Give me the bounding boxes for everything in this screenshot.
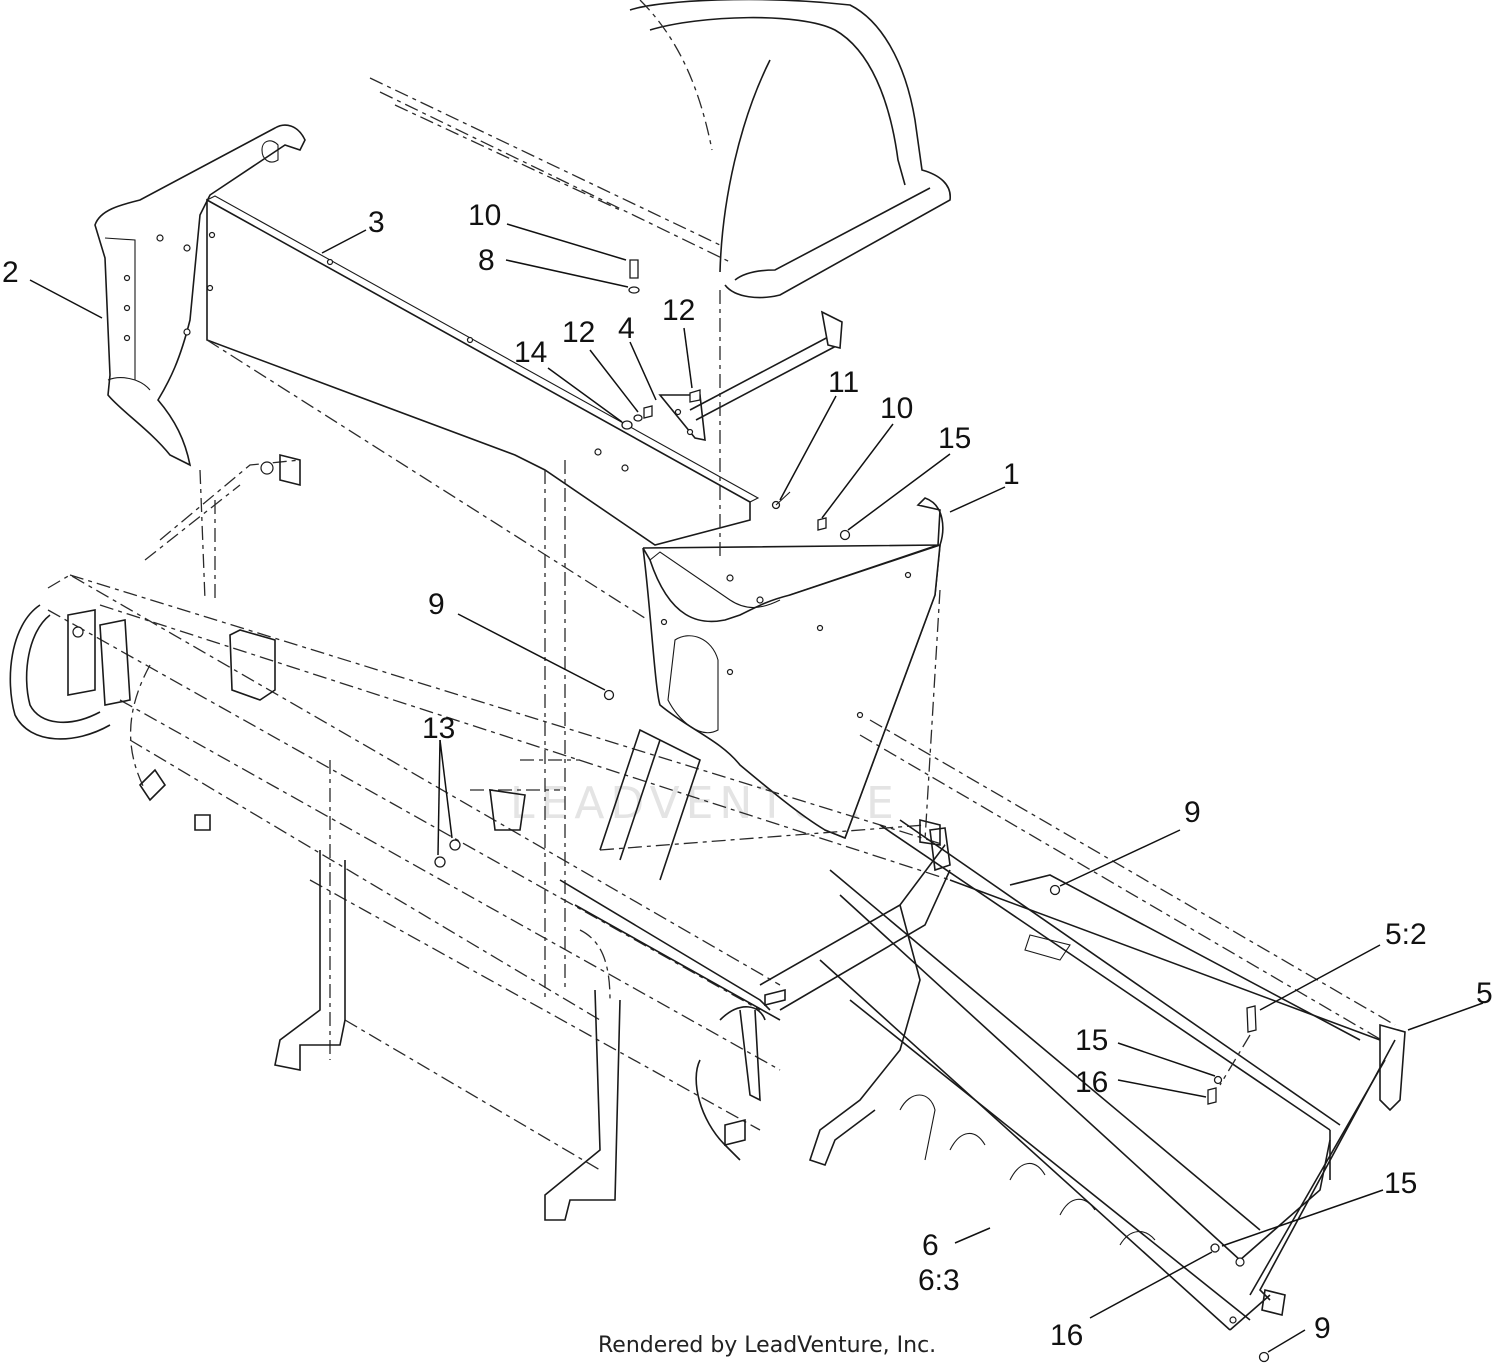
footer-credit: Rendered by LeadVenture, Inc. [598, 1333, 936, 1358]
callout-15: 15 [938, 422, 971, 455]
right-long-frame-part-5 [819, 719, 1406, 1331]
callout-12: 12 [562, 316, 595, 349]
left-side-bracket-part-2 [94, 124, 306, 467]
callout-11: 11 [828, 366, 859, 399]
callout-9: 9 [1184, 796, 1201, 829]
callout-9: 9 [1314, 1312, 1331, 1345]
main-frame [9, 290, 951, 1221]
callout-6-3: 6:3 [918, 1264, 960, 1297]
callout-10: 10 [468, 199, 501, 232]
leader-lines [29, 223, 1484, 1353]
callout-3: 3 [368, 206, 385, 239]
callout-15: 15 [1075, 1024, 1108, 1057]
callout-5-2: 5:2 [1385, 918, 1427, 951]
callout-16: 16 [1075, 1066, 1108, 1099]
callout-5: 5 [1476, 977, 1493, 1010]
callout-8: 8 [478, 244, 495, 277]
callout-15: 15 [1384, 1167, 1417, 1200]
callout-16: 16 [1050, 1319, 1083, 1352]
callout-13: 13 [422, 712, 455, 745]
callout-6: 6 [922, 1229, 939, 1262]
callout-14: 14 [514, 336, 547, 369]
callout-12: 12 [662, 294, 695, 327]
callout-1: 1 [1003, 458, 1020, 491]
front-panel-part-3 [206, 195, 760, 621]
callout-2: 2 [2, 256, 19, 289]
hardware [434, 259, 1270, 1363]
callout-10: 10 [880, 392, 913, 425]
callout-4: 4 [618, 312, 635, 345]
rod-bracket-part-4 [658, 310, 843, 441]
seat-outline [369, 0, 951, 299]
callout-9: 9 [428, 588, 445, 621]
right-frame [559, 728, 951, 1166]
callout-labels: 2 3 10 8 12 4 12 14 11 10 15 1 9 13 9 5:… [2, 199, 1493, 1352]
